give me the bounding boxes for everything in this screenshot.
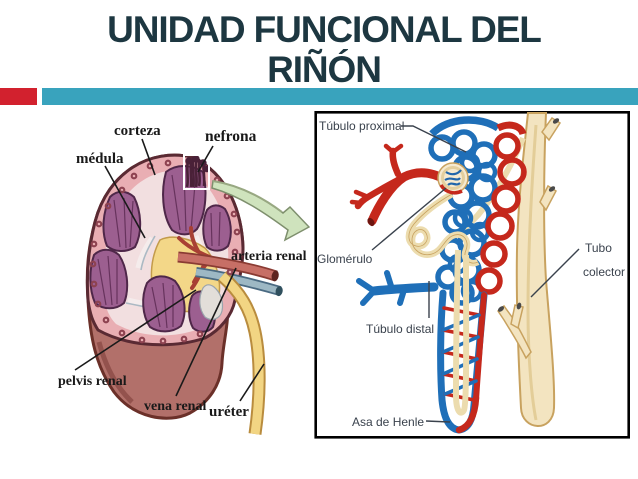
svg-text:Tubo: Tubo	[585, 241, 612, 255]
svg-text:uréter: uréter	[209, 404, 249, 420]
svg-text:Túbulo proximal: Túbulo proximal	[319, 119, 404, 133]
svg-text:colector: colector	[583, 265, 625, 279]
svg-text:arteria renal: arteria renal	[231, 249, 307, 264]
svg-text:pelvis renal: pelvis renal	[58, 374, 127, 389]
svg-text:corteza: corteza	[114, 123, 161, 139]
svg-text:nefrona: nefrona	[205, 128, 257, 145]
svg-text:vena renal: vena renal	[144, 399, 206, 414]
svg-text:Glomérulo: Glomérulo	[317, 252, 373, 266]
svg-text:Túbulo distal: Túbulo distal	[366, 322, 434, 336]
svg-text:Asa de Henle: Asa de Henle	[352, 415, 424, 429]
svg-text:médula: médula	[76, 151, 124, 167]
